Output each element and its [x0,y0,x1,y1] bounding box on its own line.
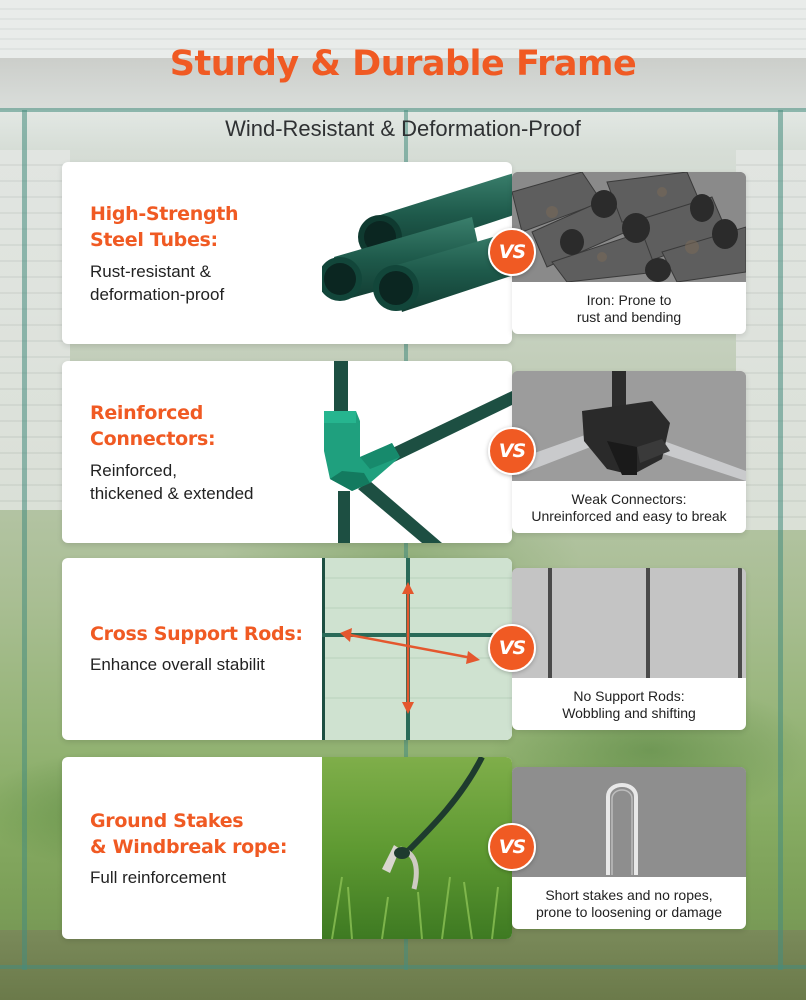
comparison-card: No Support Rods: Wobbling and shifting [512,568,746,730]
feature-card: High-Strength Steel Tubes: Rust-resistan… [62,162,512,344]
vs-badge: VS [488,624,536,672]
comparison-card: Weak Connectors: Unreinforced and easy t… [512,371,746,533]
background-roof [0,0,806,58]
feature-title: Connectors: [90,428,216,450]
feature-title: Reinforced [90,402,203,424]
background-house-wall-right [736,150,806,530]
vs-badge: VS [488,228,536,276]
comparison-caption-line: No Support Rods: [573,688,685,704]
feature-text: Reinforced Connectors: Reinforced, thick… [90,361,310,543]
feature-card: Reinforced Connectors: Reinforced, thick… [62,361,512,543]
feature-description: Full reinforcement [90,868,227,887]
comparison-caption-line: Weak Connectors: [571,491,687,507]
feature-card: Ground Stakes & Windbreak rope: Full rei… [62,757,512,939]
comparison-caption-line: Wobbling and shifting [562,705,696,721]
comparison-caption-line: prone to loosening or damage [535,904,723,920]
page-subtitle: Wind-Resistant & Deformation-Proof [225,116,581,141]
comparison-caption-line: Short stakes and no ropes, [545,887,713,903]
feature-description: deformation-proof [90,285,225,304]
feature-description: Enhance overall stabilit [90,655,265,674]
comparison-card: Short stakes and no ropes, prone to loos… [512,767,746,929]
comparison-caption-line: rust and bending [576,309,682,325]
ground-stake-rope-image [322,757,512,939]
comparison-caption-line: Unreinforced and easy to break [531,508,727,524]
comparison-caption-line: Iron: Prone to [586,292,672,308]
comparison-caption: Weak Connectors: Unreinforced and easy t… [512,483,746,533]
feature-description: Rust-resistant & [90,262,211,281]
rusty-iron-tubes-image [512,172,746,282]
comparison-caption: Short stakes and no ropes, prone to loos… [512,879,746,929]
feature-text: Cross Support Rods: Enhance overall stab… [90,558,310,740]
background-house-wall-left [0,150,70,510]
feature-text: Ground Stakes & Windbreak rope: Full rei… [90,757,310,939]
comparison-card: Iron: Prone to rust and bending [512,172,746,334]
comparison-caption: Iron: Prone to rust and bending [512,284,746,334]
reinforced-connector-image [324,361,512,543]
feature-row-ground-stakes: Ground Stakes & Windbreak rope: Full rei… [62,757,746,939]
background-roof-edge [0,58,806,110]
feature-title: Steel Tubes: [90,229,218,251]
comparison-caption: No Support Rods: Wobbling and shifting [512,680,746,730]
cross-support-rods-image [322,558,512,740]
weak-connector-image [512,371,746,481]
feature-row-steel-tubes: High-Strength Steel Tubes: Rust-resistan… [62,162,746,344]
feature-title: Ground Stakes [90,810,244,832]
page-title: Sturdy & Durable Frame [169,44,637,84]
steel-tubes-image [322,173,512,312]
feature-title: Cross Support Rods: [90,623,303,645]
feature-row-cross-support: Cross Support Rods: Enhance overall stab… [62,558,746,740]
feature-row-connectors: Reinforced Connectors: Reinforced, thick… [62,361,746,543]
feature-description: thickened & extended [90,484,254,503]
no-support-rods-image [512,568,746,678]
feature-description: Reinforced, [90,461,177,480]
vs-badge: VS [488,823,536,871]
vs-badge: VS [488,427,536,475]
feature-title: & Windbreak rope: [90,836,288,858]
short-stake-image [512,767,746,877]
feature-text: High-Strength Steel Tubes: Rust-resistan… [90,162,310,344]
feature-card: Cross Support Rods: Enhance overall stab… [62,558,512,740]
feature-title: High-Strength [90,203,239,225]
